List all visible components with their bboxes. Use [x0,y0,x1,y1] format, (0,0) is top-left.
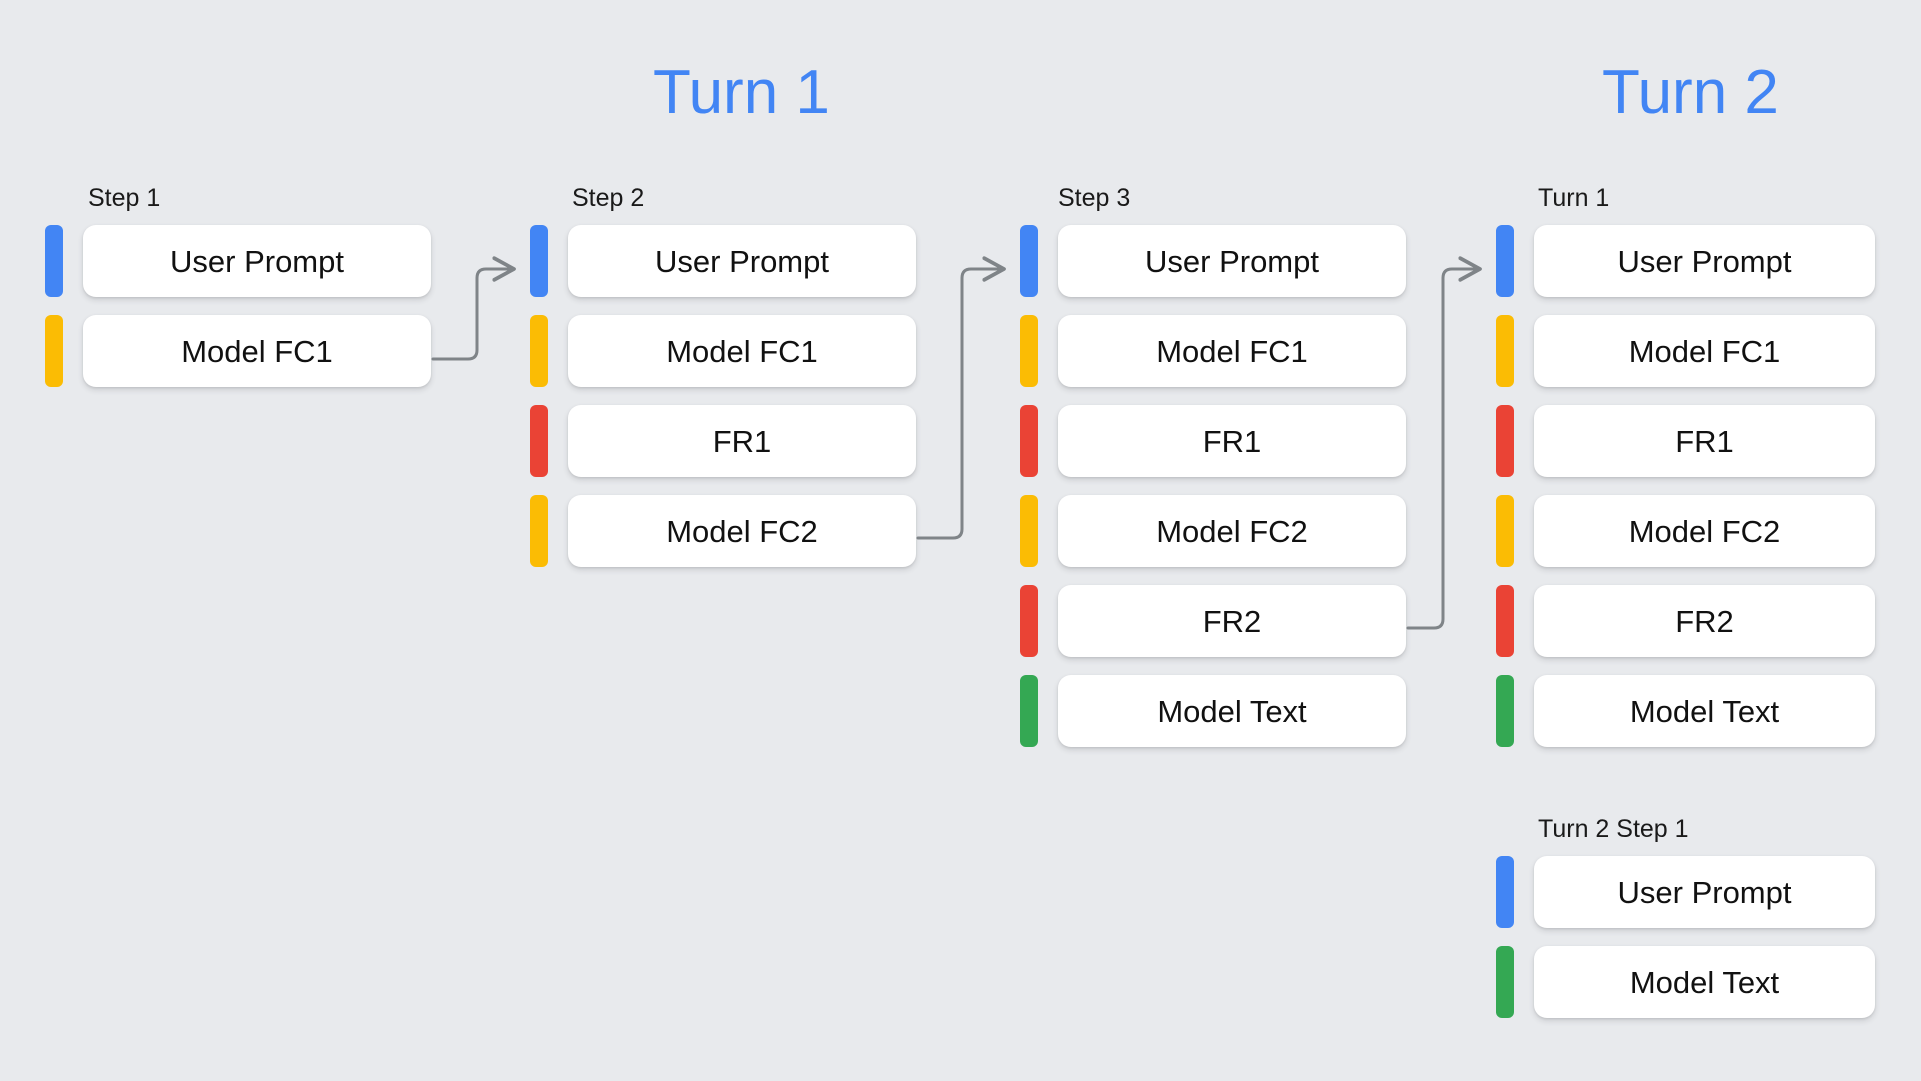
color-bar-blue [530,225,548,297]
color-bar-red [1020,585,1038,657]
card-model-text[interactable]: Model Text [1058,675,1406,747]
column-header-turn-1: Turn 1 [1538,184,1610,212]
card-label: User Prompt [655,243,829,279]
color-bar-yellow [1496,495,1514,567]
card-label: User Prompt [170,243,344,279]
card-user-prompt[interactable]: User Prompt [568,225,916,297]
color-bar-yellow [1020,495,1038,567]
card-fr1[interactable]: FR1 [1058,405,1406,477]
card-label: Model FC2 [666,513,818,549]
color-bar-blue [45,225,63,297]
card-model-text[interactable]: Model Text [1534,946,1875,1018]
color-bar-blue [1020,225,1038,297]
card-fr1[interactable]: FR1 [1534,405,1875,477]
color-bar-red [1020,405,1038,477]
card-user-prompt[interactable]: User Prompt [83,225,431,297]
card-label: User Prompt [1145,243,1319,279]
card-label: Model FC2 [1628,513,1781,549]
card-model-fc2[interactable]: Model FC2 [1058,495,1406,567]
card-label: User Prompt [1617,874,1792,910]
turn-1-title: Turn 1 [653,58,830,127]
card-label: FR1 [1675,423,1734,459]
card-user-prompt[interactable]: User Prompt [1534,225,1875,297]
card-label: Model FC1 [1628,333,1781,369]
card-label: User Prompt [1617,243,1792,279]
card-model-fc2[interactable]: Model FC2 [1534,495,1875,567]
color-bar-yellow [1496,315,1514,387]
card-model-fc1[interactable]: Model FC1 [83,315,431,387]
color-bar-blue [1496,225,1514,297]
card-label: FR2 [1202,603,1262,639]
card-label: FR1 [1202,423,1262,459]
connector-step3-to-turn2 [1406,269,1480,630]
color-bar-green [1496,946,1514,1018]
card-fr1[interactable]: FR1 [568,405,916,477]
color-bar-yellow [45,315,63,387]
color-bar-blue [1496,856,1514,928]
connector-step2-to-step3 [916,269,1004,540]
card-label: Model Text [1157,693,1307,729]
card-label: Model FC1 [666,333,818,369]
turn-2-title: Turn 2 [1602,58,1779,127]
card-label: Model Text [1629,693,1780,729]
color-bar-yellow [530,495,548,567]
card-label: Model FC1 [1156,333,1308,369]
card-model-fc1[interactable]: Model FC1 [568,315,916,387]
card-model-fc2[interactable]: Model FC2 [568,495,916,567]
color-bar-red [1496,585,1514,657]
column-header-step-2: Step 2 [572,184,645,212]
card-fr2[interactable]: FR2 [1058,585,1406,657]
color-bar-red [530,405,548,477]
color-bar-red [1496,405,1514,477]
card-label: Model Text [1629,964,1780,1000]
card-user-prompt[interactable]: User Prompt [1058,225,1406,297]
connector-step1-to-step2 [431,269,514,361]
color-bar-green [1020,675,1038,747]
card-fr2[interactable]: FR2 [1534,585,1875,657]
color-bar-green [1496,675,1514,747]
column-header-step-1: Step 1 [88,184,161,212]
color-bar-yellow [1020,315,1038,387]
card-model-fc1[interactable]: Model FC1 [1534,315,1875,387]
color-bar-yellow [530,315,548,387]
card-model-fc1[interactable]: Model FC1 [1058,315,1406,387]
card-label: Model FC2 [1156,513,1308,549]
column-header-step-3: Step 3 [1058,184,1131,212]
card-label: FR1 [712,423,772,459]
column-header-turn-2-step-1: Turn 2 Step 1 [1538,815,1689,843]
card-model-text[interactable]: Model Text [1534,675,1875,747]
card-label: Model FC1 [181,333,333,369]
card-user-prompt[interactable]: User Prompt [1534,856,1875,928]
card-label: FR2 [1675,603,1734,639]
